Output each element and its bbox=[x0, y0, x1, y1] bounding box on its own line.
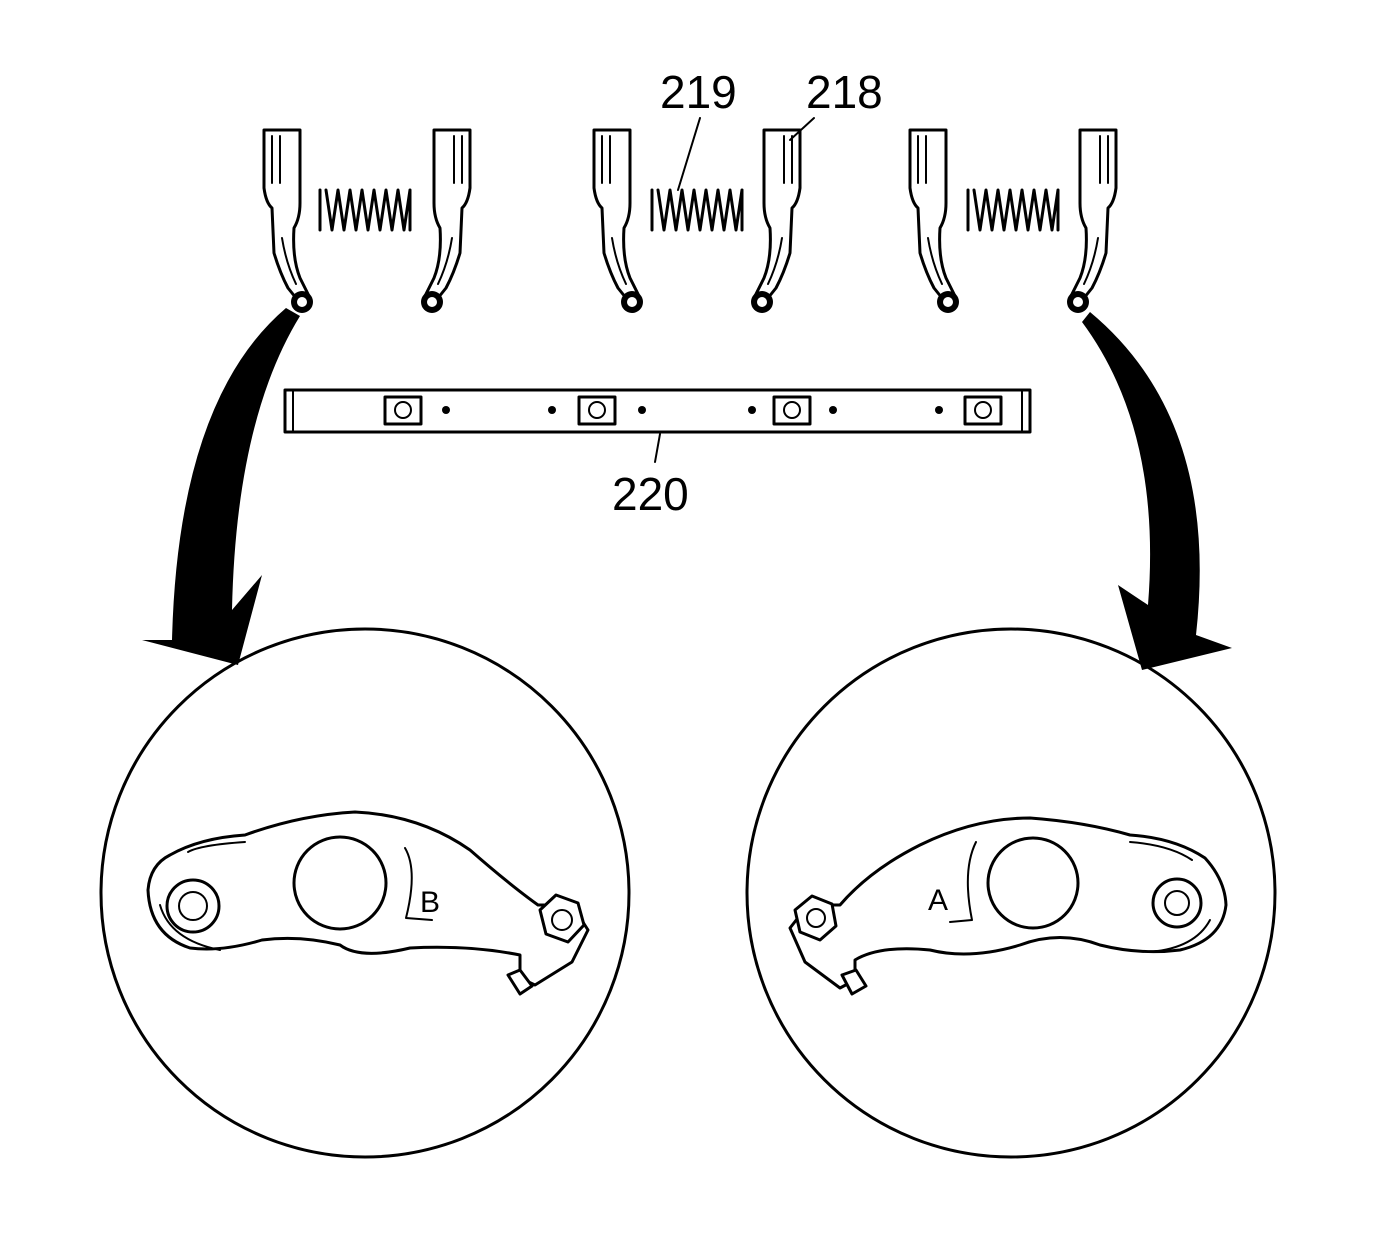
shaft-oil-hole bbox=[748, 406, 756, 414]
rocker-pivot-a bbox=[1151, 877, 1203, 929]
rocker-shaft bbox=[283, 388, 1032, 434]
arrow-to-detail-b bbox=[142, 308, 300, 665]
rocker-pivot-b bbox=[165, 878, 221, 934]
shaft-mount-4 bbox=[963, 395, 1003, 426]
rocker-pair-3 bbox=[908, 128, 1118, 315]
rocker-arm bbox=[749, 128, 802, 315]
rocker-spring bbox=[650, 188, 744, 232]
label-b: B bbox=[420, 886, 440, 919]
callout-218: 218 bbox=[806, 66, 883, 118]
rocker-arm bbox=[908, 128, 961, 315]
rocker-bore-a bbox=[986, 836, 1080, 930]
rocker-arm bbox=[262, 128, 315, 315]
rocker-arm-b bbox=[146, 810, 590, 987]
rocker-arm bbox=[419, 128, 472, 315]
rocker-arm bbox=[1065, 128, 1118, 315]
shaft-oil-hole bbox=[548, 406, 556, 414]
callout-220: 220 bbox=[612, 468, 689, 520]
shaft-oil-hole bbox=[935, 406, 943, 414]
adjuster-nut-a bbox=[793, 894, 868, 996]
shaft-mount-1 bbox=[383, 395, 423, 426]
label-a: A bbox=[928, 884, 948, 917]
leader-218 bbox=[789, 117, 815, 141]
rocker-arm bbox=[592, 128, 645, 315]
shaft-oil-hole bbox=[829, 406, 837, 414]
shaft-mount-3 bbox=[772, 395, 812, 426]
leader-220 bbox=[654, 433, 661, 463]
rocker-spring bbox=[966, 188, 1060, 232]
rocker-arm-a bbox=[788, 816, 1228, 990]
callout-219: 219 bbox=[660, 66, 737, 118]
rocker-spring bbox=[318, 188, 412, 232]
rocker-pair-1 bbox=[262, 128, 472, 315]
rocker-pair-2 bbox=[592, 128, 802, 315]
detail-view-a: A bbox=[745, 627, 1277, 1159]
arrow-to-detail-a bbox=[1082, 312, 1232, 670]
shaft-oil-hole bbox=[638, 406, 646, 414]
shaft-oil-hole bbox=[442, 406, 450, 414]
shaft-mount-2 bbox=[577, 395, 617, 426]
adjuster-nut-b bbox=[506, 893, 586, 996]
detail-view-b: B bbox=[99, 627, 631, 1159]
rocker-bore-b bbox=[292, 835, 388, 931]
leader-219 bbox=[677, 117, 701, 191]
